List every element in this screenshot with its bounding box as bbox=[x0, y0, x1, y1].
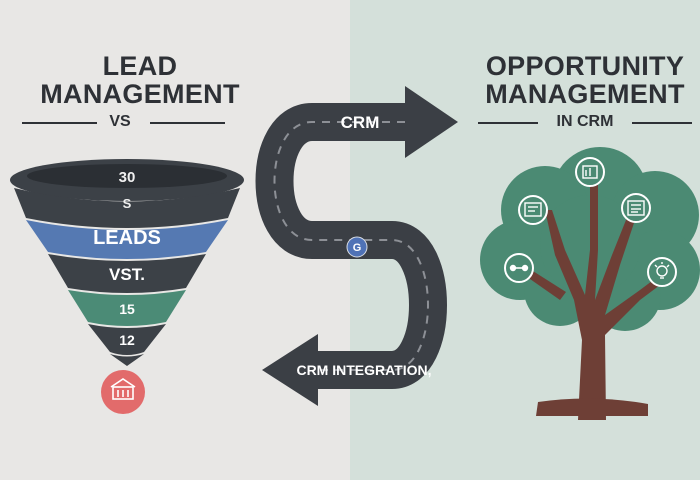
sales-funnel: 30 S LEADS VST. 15 12 bbox=[10, 159, 244, 414]
funnel-level-vst: VST. bbox=[109, 265, 145, 284]
funnel-band-leads bbox=[26, 220, 228, 259]
road-centerline bbox=[273, 121, 429, 371]
road-bottom-label: CRM INTEGRATION, bbox=[296, 362, 431, 378]
lead-subtitle: VS bbox=[109, 113, 131, 130]
lead-rule-left bbox=[22, 122, 97, 124]
funnel-level-5: 15 bbox=[119, 301, 135, 317]
building-icon bbox=[110, 378, 136, 400]
road-arrow-left bbox=[262, 334, 318, 406]
opportunity-title-line1: OPPORTUNITY bbox=[485, 51, 685, 81]
road-badge-label: G bbox=[353, 242, 362, 254]
funnel-band-2 bbox=[14, 188, 240, 228]
tree-icon-nodes bbox=[504, 157, 677, 287]
road-badge bbox=[346, 236, 368, 258]
ideas-icon bbox=[654, 262, 670, 279]
opportunity-subtitle: IN CRM bbox=[556, 113, 614, 130]
funnel-band-4 bbox=[48, 254, 206, 293]
lead-rule-right bbox=[150, 122, 225, 124]
road-arrow-right bbox=[405, 86, 458, 158]
opportunity-tree bbox=[480, 147, 700, 420]
opportunity-rule-right bbox=[632, 122, 692, 124]
crm-road: CRM CRM INTEGRATION, G bbox=[255, 86, 458, 406]
funnel-tip bbox=[110, 354, 144, 366]
report-icon bbox=[627, 200, 645, 216]
lead-title-line2: MANAGEMENT bbox=[40, 79, 240, 109]
funnel-band-6 bbox=[88, 324, 166, 355]
funnel-opening bbox=[27, 164, 227, 188]
funnel-level-leads: LEADS bbox=[93, 227, 161, 249]
analytics-icon bbox=[524, 202, 542, 217]
opportunity-rule-left bbox=[478, 122, 538, 124]
road-top-label: CRM bbox=[341, 113, 380, 132]
funnel-level-6: 12 bbox=[119, 332, 135, 348]
funnel-level-1: 30 bbox=[119, 169, 136, 186]
funnel-band-5 bbox=[68, 290, 186, 326]
funnel-level-2: S bbox=[123, 196, 132, 211]
opportunity-title-line2: MANAGEMENT bbox=[485, 79, 685, 109]
lead-title-line1: LEAD bbox=[102, 51, 178, 81]
connect-icon bbox=[509, 264, 529, 272]
dashboard-icon bbox=[582, 165, 598, 179]
